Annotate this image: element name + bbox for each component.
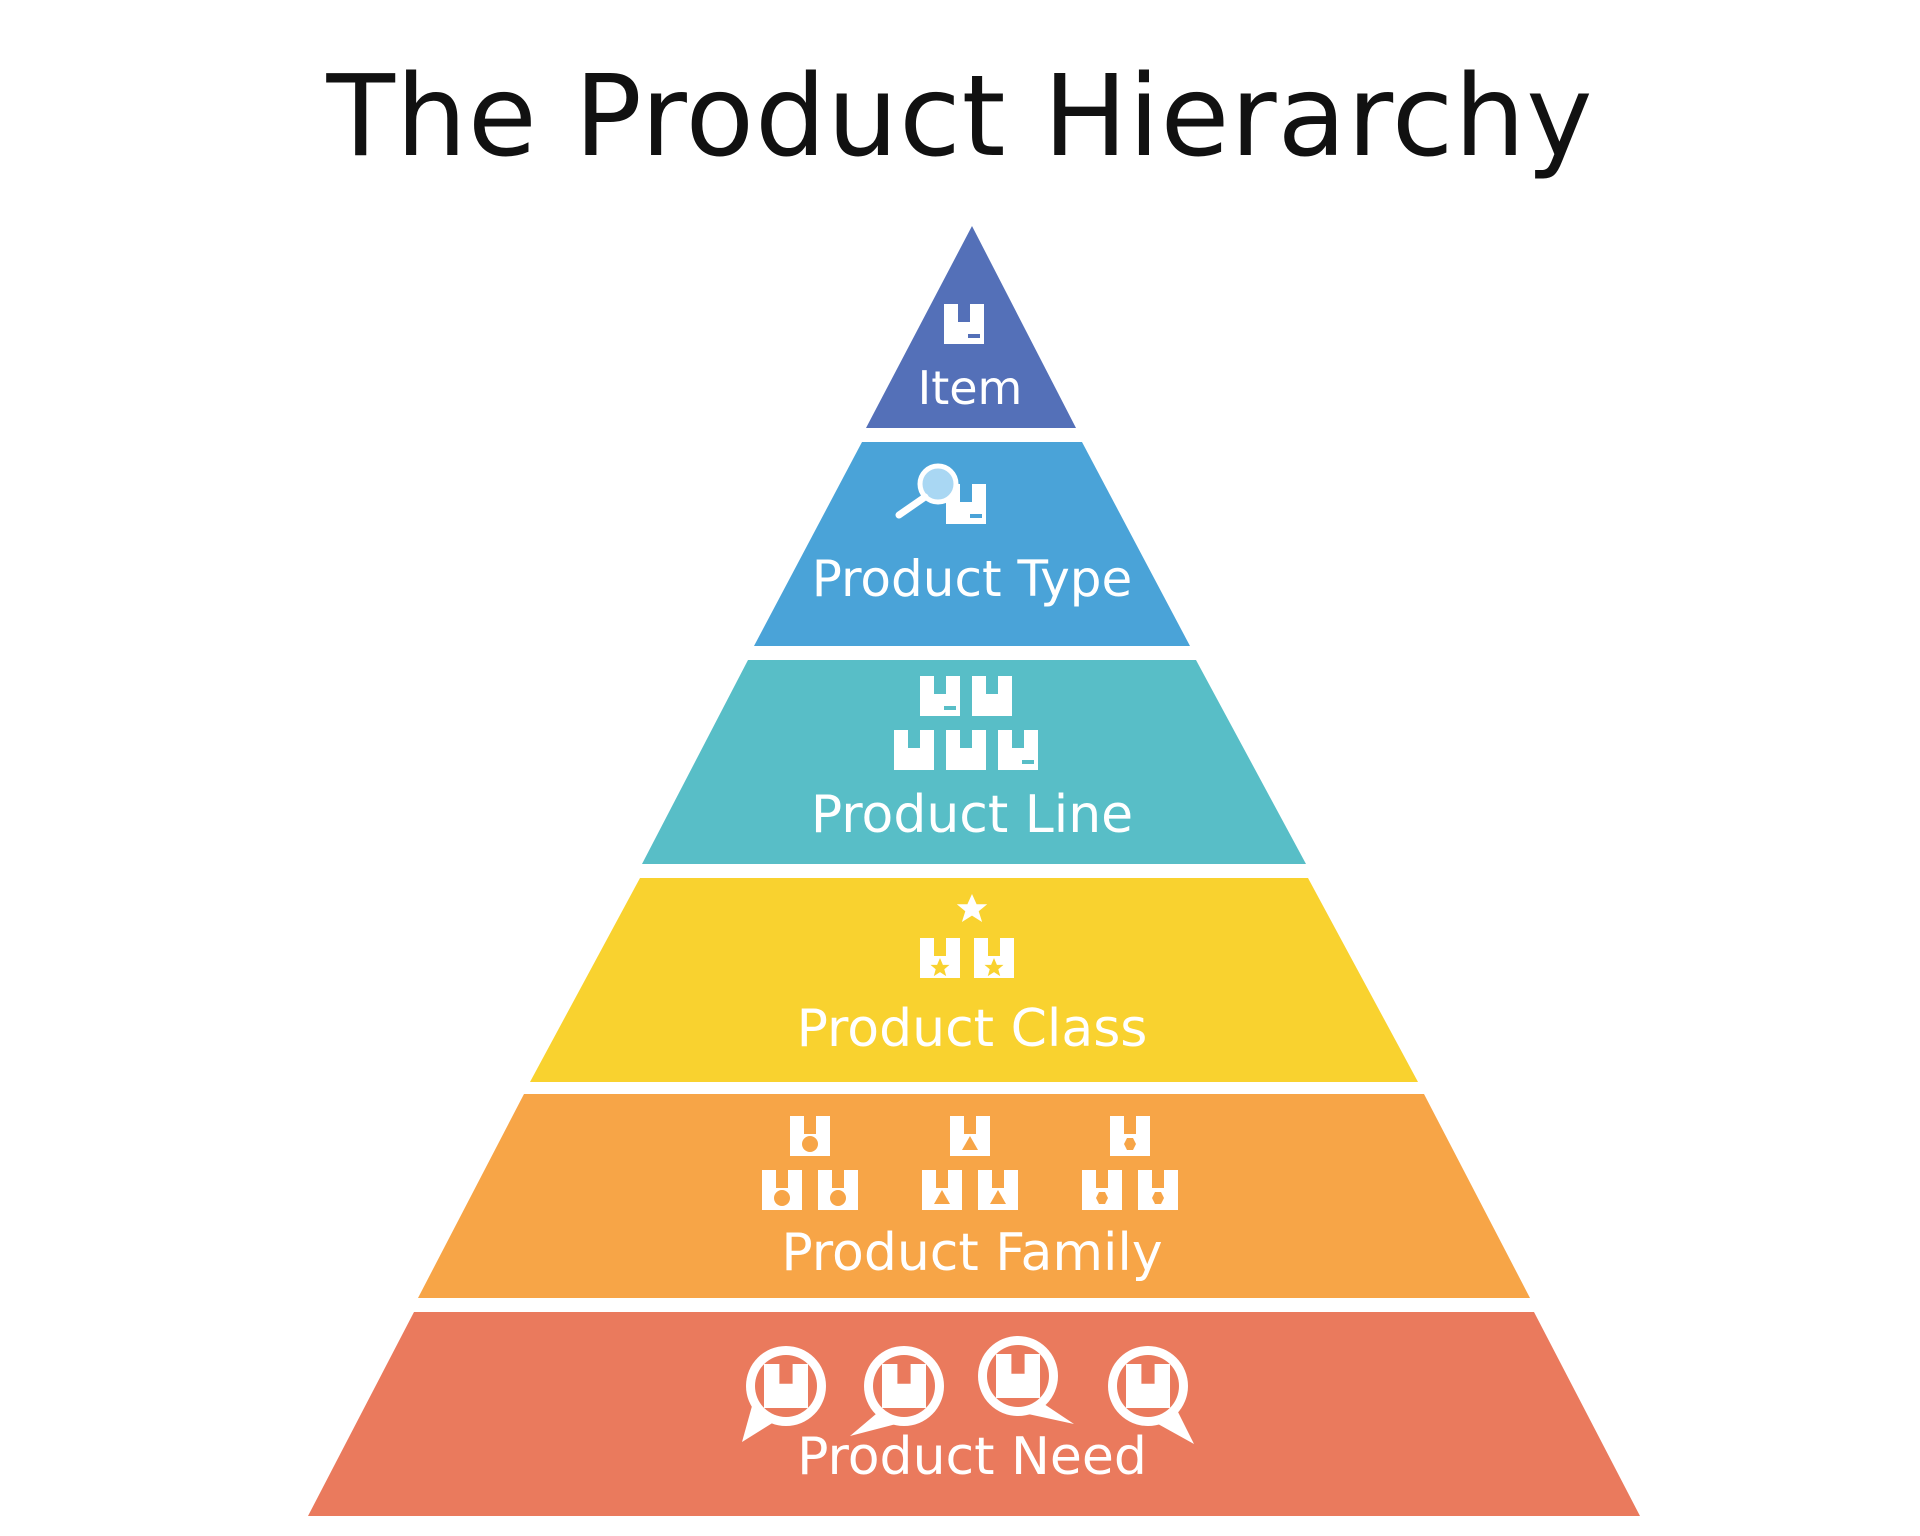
level-product-line: Product Line xyxy=(642,660,1306,864)
level-product-class: Product Class xyxy=(530,878,1418,1082)
diagram-title: The Product Hierarchy xyxy=(326,52,1594,182)
level-label: Product Type xyxy=(812,550,1133,608)
level-product-family-band xyxy=(418,1094,1530,1298)
level-item: Item xyxy=(866,226,1076,428)
level-label: Product Class xyxy=(797,999,1148,1059)
level-label: Product Need xyxy=(797,1427,1147,1487)
level-label: Product Line xyxy=(811,785,1133,845)
shape-box-groups-icon xyxy=(762,1116,1178,1210)
speech-bubble-box-icon xyxy=(742,1336,1194,1444)
star-boxes-icon xyxy=(920,894,1014,978)
level-product-need-band xyxy=(308,1312,1640,1516)
level-label: Item xyxy=(918,361,1023,415)
level-product-class-band xyxy=(530,878,1418,1082)
level-product-family: Product Family xyxy=(418,1094,1530,1298)
level-product-need: Product Need xyxy=(308,1312,1640,1516)
level-product-type: Product Type xyxy=(754,442,1190,646)
magnifier-box-icon xyxy=(895,463,986,524)
level-label: Product Family xyxy=(781,1223,1162,1283)
level-product-type-band xyxy=(754,442,1190,646)
